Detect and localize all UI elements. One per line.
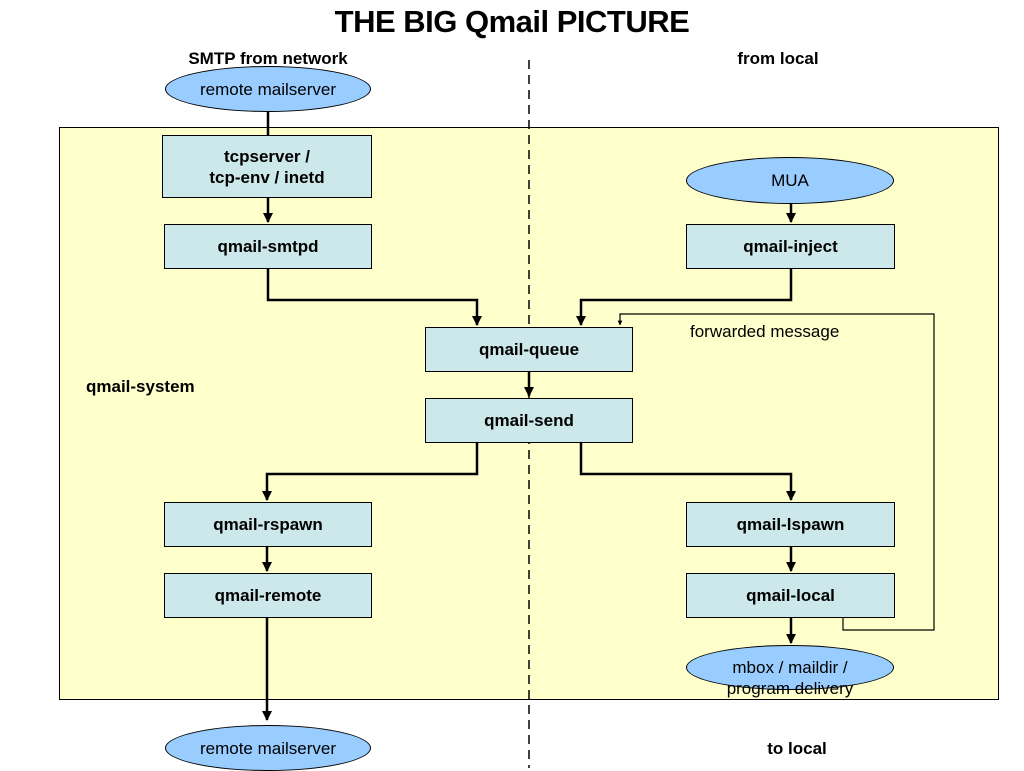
remote-mailserver-source: remote mailserver	[165, 66, 371, 112]
remote-mailserver-source-label: remote mailserver	[199, 79, 337, 99]
delivery-oval	[686, 645, 894, 690]
qmail-rspawn-label: qmail-rspawn	[213, 515, 323, 534]
qmail-send-label: qmail-send	[484, 411, 574, 430]
qmail-smtpd-box: qmail-smtpd	[164, 224, 372, 269]
qmail-inject-box: qmail-inject	[686, 224, 895, 269]
qmail-smtpd-label: qmail-smtpd	[217, 237, 319, 256]
diagram-title: THE BIG Qmail PICTURE	[334, 4, 690, 39]
edge-forwarded-message	[617, 313, 935, 631]
edge-send-to-lspawn	[579, 443, 796, 501]
qmail-lspawn-label: qmail-lspawn	[736, 515, 845, 534]
qmail-local-box: qmail-local	[686, 573, 895, 618]
tcpserver-box: tcpserver / tcp-env / inetd	[162, 135, 372, 198]
tcpserver-label-line1: tcpserver /	[223, 146, 310, 166]
mua-label: MUA	[771, 171, 809, 190]
edge-send-to-rspawn	[262, 443, 479, 501]
heading-smtp-from-network: SMTP from network	[188, 49, 348, 68]
qmail-rspawn-box: qmail-rspawn	[164, 502, 372, 547]
qmail-local-label: qmail-local	[746, 586, 835, 605]
qmail-queue-label: qmail-queue	[478, 340, 580, 359]
qmail-lspawn-box: qmail-lspawn	[686, 502, 895, 547]
remote-mailserver-destination: remote mailserver	[165, 725, 371, 771]
qmail-remote-label: qmail-remote	[214, 586, 322, 605]
delivery-label-line2: program delivery	[726, 679, 854, 698]
qmail-remote-box: qmail-remote	[164, 573, 372, 618]
delivery-label: mbox / maildir / program delivery	[686, 657, 894, 699]
delivery-label-line1: mbox / maildir /	[732, 658, 848, 677]
remote-mailserver-destination-label: remote mailserver	[199, 738, 337, 758]
edge-smtpd-to-queue	[266, 269, 482, 326]
qmail-system-label: qmail-system	[86, 377, 195, 396]
tcpserver-label-line2: tcp-env / inetd	[209, 167, 325, 187]
qmail-send-box: qmail-send	[425, 398, 633, 443]
forwarded-message-note: forwarded message	[690, 322, 840, 341]
qmail-queue-box: qmail-queue	[425, 327, 633, 372]
edge-inject-to-queue	[576, 269, 793, 326]
qmail-inject-label: qmail-inject	[743, 237, 838, 256]
heading-to-local: to local	[767, 739, 827, 758]
mua-oval: MUA	[686, 157, 894, 204]
heading-from-local: from local	[737, 49, 819, 68]
